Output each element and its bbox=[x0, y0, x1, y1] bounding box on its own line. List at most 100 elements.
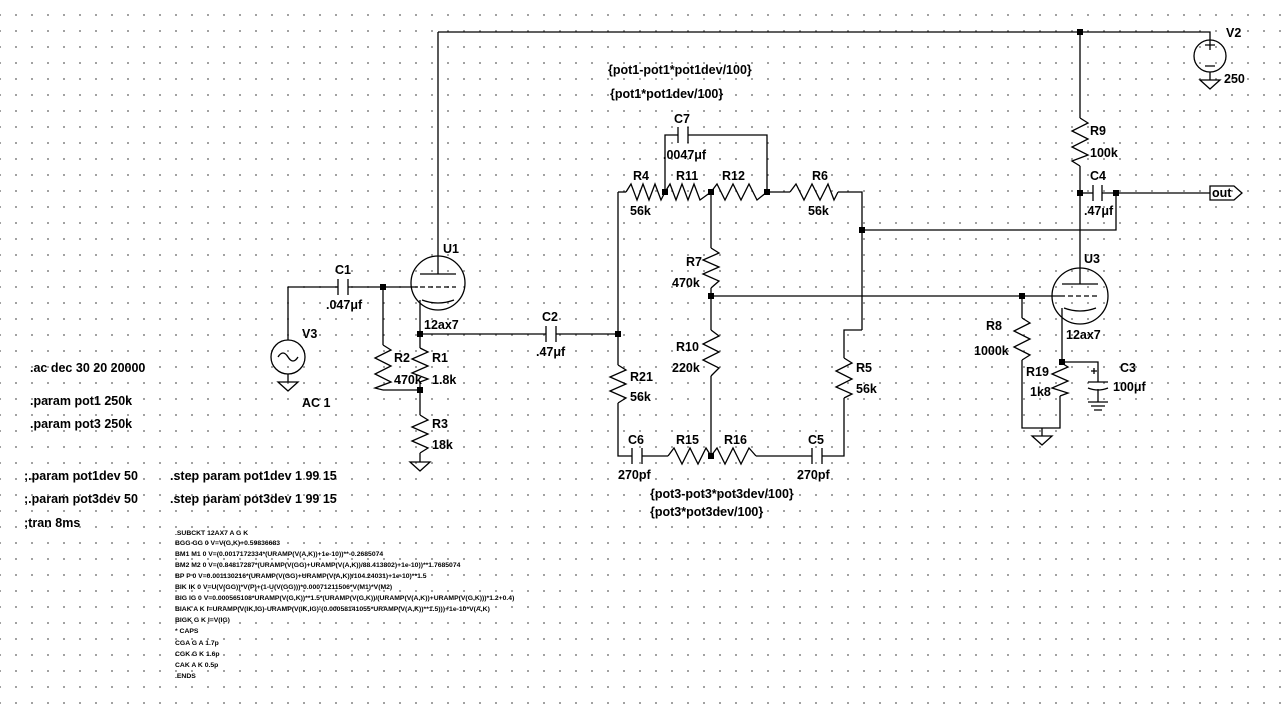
ground-v3 bbox=[276, 381, 300, 392]
r7-name: R7 bbox=[686, 255, 702, 269]
resistor-r12 bbox=[710, 182, 768, 202]
u3-name: U3 bbox=[1084, 252, 1100, 266]
resistor-r2 bbox=[372, 344, 393, 391]
r12-name: R12 bbox=[722, 169, 745, 183]
subckt-line: CGA G A 1.7p bbox=[175, 640, 219, 647]
r15-name: R15 bbox=[676, 433, 699, 447]
subckt-line: BIGK G K I=V(IG) bbox=[175, 617, 230, 624]
r21-name: R21 bbox=[630, 370, 653, 384]
junctions bbox=[380, 29, 1119, 459]
c2-name: C2 bbox=[542, 310, 558, 324]
v3-name: V3 bbox=[302, 327, 317, 341]
subckt-listing[interactable]: .SUBCKT 12AX7 A G K BGG GG 0 V=V(G,K)+0.… bbox=[175, 530, 514, 680]
capacitor-c6 bbox=[631, 448, 643, 464]
subckt-line: CAK A K 0.5p bbox=[175, 662, 218, 669]
resistor-r11 bbox=[664, 182, 712, 202]
r3-name: R3 bbox=[432, 417, 448, 431]
r8-name: R8 bbox=[986, 319, 1002, 333]
u1-value: 12ax7 bbox=[424, 318, 459, 332]
component-labels: V2 250 R9 100k C4 .47μf out {pot1-pot1*p… bbox=[302, 26, 1245, 519]
r6-name: R6 bbox=[812, 169, 828, 183]
pot3-expression-2: {pot3*pot3dev/100} bbox=[650, 505, 763, 519]
r1-value: 1.8k bbox=[432, 373, 456, 387]
c1-value: .047μf bbox=[326, 298, 363, 312]
tube-u3 bbox=[1051, 267, 1109, 325]
param-pot1dev: ;.param pot1dev 50 bbox=[24, 469, 138, 483]
subckt-line: * CAPS bbox=[175, 628, 199, 635]
capacitor-c3 bbox=[1087, 381, 1109, 391]
pot1-expression-2: {pot1*pot1dev/100} bbox=[610, 87, 723, 101]
subckt-line: BGG GG 0 V=V(G,K)+0.59836683 bbox=[175, 540, 280, 547]
step-pot1dev: .step param pot1dev 1 99 15 bbox=[170, 469, 337, 483]
c6-name: C6 bbox=[628, 433, 644, 447]
subckt-line: BIG IG 0 V=0.000565108*URAMP(V(G,K))**1.… bbox=[175, 595, 514, 602]
r1-name: R1 bbox=[432, 351, 448, 365]
resistors[interactable] bbox=[372, 117, 1090, 466]
r3-value: 18k bbox=[432, 438, 453, 452]
c1-name: C1 bbox=[335, 263, 351, 277]
r10-value: 220k bbox=[672, 361, 700, 375]
resistor-r8 bbox=[1012, 317, 1032, 361]
ground-r3 bbox=[408, 461, 432, 472]
resistor-r15 bbox=[667, 446, 712, 466]
c3-name: C3 bbox=[1120, 361, 1136, 375]
r9-name: R9 bbox=[1090, 124, 1106, 138]
r16-name: R16 bbox=[724, 433, 747, 447]
r7-value: 470k bbox=[672, 276, 700, 290]
r2-value: 470k bbox=[394, 373, 422, 387]
c3-value: 100μf bbox=[1113, 380, 1147, 394]
r11-name: R11 bbox=[676, 169, 698, 183]
wires[interactable] bbox=[287, 31, 1211, 462]
tubes[interactable] bbox=[410, 255, 1109, 325]
pot1-expression: {pot1-pot1*pot1dev/100} bbox=[608, 63, 752, 77]
tube-u1 bbox=[410, 255, 466, 312]
sources[interactable] bbox=[270, 39, 1227, 375]
out-label: out bbox=[1212, 186, 1232, 200]
resistor-r21 bbox=[608, 364, 628, 404]
spice-directives[interactable]: .ac dec 30 20 20000 .param pot1 250k .pa… bbox=[24, 361, 337, 530]
v3-value: AC 1 bbox=[302, 396, 331, 410]
subckt-line: .SUBCKT 12AX7 A G K bbox=[175, 530, 248, 537]
r19-value: 1k8 bbox=[1030, 385, 1051, 399]
param-pot3: .param pot3 250k bbox=[30, 417, 132, 431]
c4-value: .47μf bbox=[1084, 204, 1114, 218]
subckt-line: .ENDS bbox=[175, 673, 196, 680]
subckt-line: BM1 M1 0 V=(0.0017172334*(URAMP(V(A,K))+… bbox=[175, 551, 383, 558]
v2-value: 250 bbox=[1224, 72, 1245, 86]
capacitor-c5 bbox=[811, 448, 823, 464]
c4-name: C4 bbox=[1090, 169, 1106, 183]
grounds bbox=[276, 79, 1222, 472]
ac-directive: .ac dec 30 20 20000 bbox=[30, 361, 145, 375]
c7-name: C7 bbox=[674, 112, 690, 126]
resistor-r9 bbox=[1070, 117, 1090, 167]
capacitor-c4 bbox=[1092, 185, 1103, 201]
r5-name: R5 bbox=[856, 361, 872, 375]
resistor-r6 bbox=[789, 182, 839, 202]
r2-name: R2 bbox=[394, 351, 410, 365]
r10-name: R10 bbox=[676, 340, 699, 354]
param-pot1: .param pot1 250k bbox=[30, 394, 132, 408]
c2-value: .47μf bbox=[536, 345, 566, 359]
r6-value: 56k bbox=[808, 204, 829, 218]
subckt-line: BIAK A K I=URAMP(V(IK,IG)-URAMP(V(IK,IG)… bbox=[175, 606, 490, 613]
resistor-r1 bbox=[410, 347, 430, 383]
r21-value: 56k bbox=[630, 390, 651, 404]
capacitor-c2 bbox=[545, 326, 557, 342]
u3-value: 12ax7 bbox=[1066, 328, 1101, 342]
tran-directive: ;tran 8ms bbox=[24, 516, 80, 530]
subckt-line: CGK G K 1.6p bbox=[175, 651, 220, 658]
resistor-r16 bbox=[710, 446, 757, 466]
c6-value: 270pf bbox=[618, 468, 651, 482]
out-port[interactable] bbox=[1209, 185, 1243, 201]
c5-name: C5 bbox=[808, 433, 824, 447]
resistor-r5 bbox=[834, 357, 854, 399]
v2-name: V2 bbox=[1226, 26, 1241, 40]
capacitors[interactable] bbox=[337, 127, 1109, 464]
c7-value: .0047μf bbox=[663, 148, 707, 162]
u1-name: U1 bbox=[443, 242, 459, 256]
pot3-expression: {pot3-pot3*pot3dev/100} bbox=[650, 487, 794, 501]
r19-name: R19 bbox=[1026, 365, 1049, 379]
subckt-line: BM2 M2 0 V=(0.84817287*(URAMP(V(GG)+URAM… bbox=[175, 562, 461, 569]
